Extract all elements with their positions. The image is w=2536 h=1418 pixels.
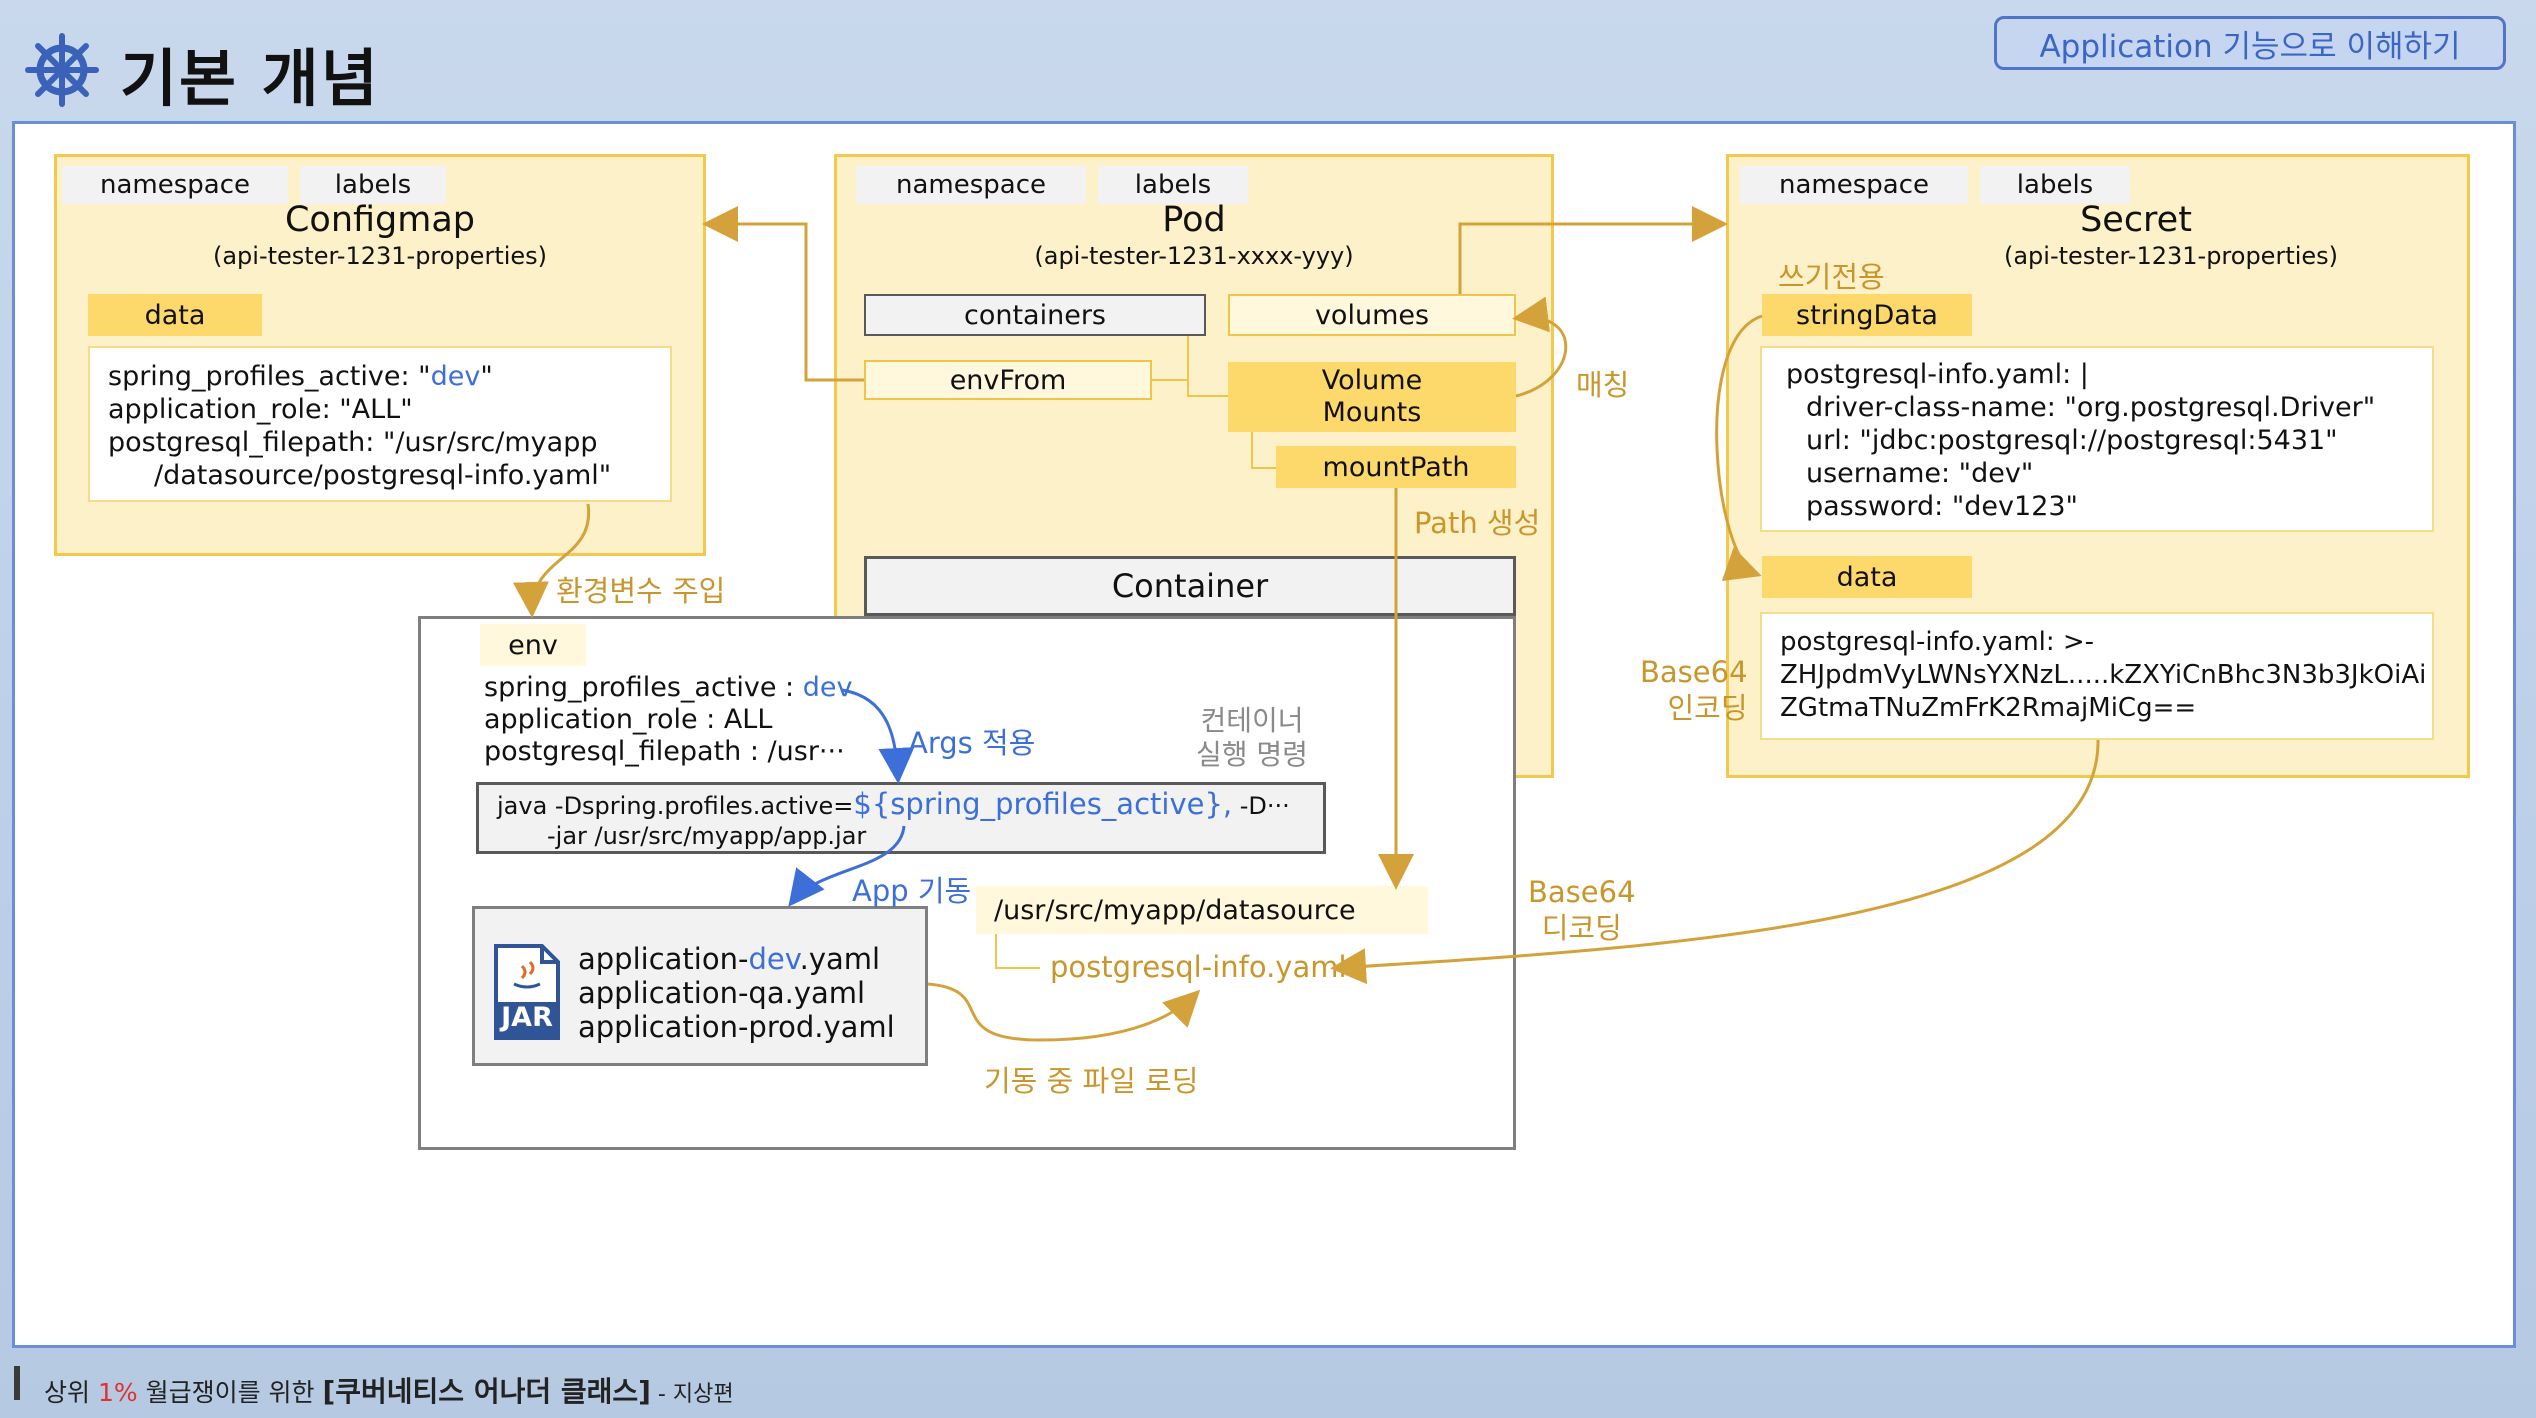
volumes-to-secret-arrow [1458,206,1728,294]
base64-decode-annotation: Base64 디코딩 [1528,874,1636,946]
app-start-arrow [788,825,906,907]
secret-data-line-2: ZHJpdmVyLWNsYXNzL.....kZXYiCnBhc3N3b3JkO… [1780,660,2427,690]
base64-decode-line-2: 디코딩 [1541,911,1622,945]
env-inject-annotation: 환경변수 주입 [556,574,726,608]
path-create-annotation: Path 생성 [1414,506,1541,540]
container-command-block: java -Dspring.profiles.active=${spring_p… [476,782,1326,854]
secret-data-line-1: postgresql-info.yaml: >- [1780,627,2095,657]
app-start-annotation: App 기동 [852,874,972,908]
footer-text: 상위 1% 월급쟁이를 위한 [쿠버네티스 어나더 클래스] - 지상편 [44,1375,734,1408]
cm-line-4: /datasource/postgresql-info.yaml" [154,460,612,491]
envfrom-to-configmap-arrow [702,206,864,382]
secret-subtitle: (api-tester-1231-properties) [2003,242,2339,270]
configmap-namespace-tag: namespace [62,166,288,204]
datasource-file-label: postgresql-info.yaml [1050,950,1347,984]
matching-arrow [1512,296,1568,398]
cmd-line-2: -jar /usr/src/myapp/app.jar [547,822,867,850]
cm-line-2: application_role: "ALL" [108,394,413,425]
configmap-data-label: data [88,294,262,336]
page-title: 기본 개념 [120,42,380,115]
secret-namespace-tag: namespace [1740,166,1968,204]
base64-encode-line-1: Base64 [1640,655,1748,689]
containers-to-envfrom-connector [1152,336,1189,381]
jar-to-file-loading-arrow [927,982,1201,1042]
pod-mountpath-label: mountPath [1276,446,1516,488]
cm-line-1: spring_profiles_active: "dev" [108,361,493,392]
sd-line-1: postgresql-info.yaml: | [1786,359,2089,390]
pod-namespace-tag: namespace [856,166,1086,204]
jar-file-dev: application-dev.yaml [578,942,881,976]
stringdata-to-data-arrow [1715,314,1763,581]
env-line-1: spring_profiles_active : dev [484,672,853,703]
section-pill-button[interactable]: Application 기능으로 이해하기 [1994,16,2506,70]
containers-to-vm-connector [1187,336,1228,397]
footer-bar-marker [14,1366,20,1400]
datasource-to-file-connector [995,934,1040,969]
jar-icon-label: JAR [501,1002,553,1033]
file-loading-annotation: 기동 중 파일 로딩 [984,1064,1199,1098]
container-env-block: spring_profiles_active : dev application… [484,672,852,768]
kubernetes-logo-icon [24,32,100,108]
args-apply-arrow [841,688,915,784]
jar-file-icon [492,944,562,1040]
container-run-line-1: 컨테이너 [1200,704,1304,737]
jar-file-prod: application-prod.yaml [578,1010,895,1044]
container-run-line-2: 실행 명령 [1196,738,1308,771]
volume-mounts-line-1: Volume [1321,365,1423,396]
secret-data-line-3: ZGtmaTNuZmFrK2RmajMiCg== [1780,693,2197,723]
secret-stringdata-block: postgresql-info.yaml: | driver-class-nam… [1760,346,2434,532]
secret-labels-tag: labels [1980,166,2130,204]
pod-volumes-label: volumes [1228,294,1516,336]
matching-annotation: 매칭 [1576,368,1630,402]
pod-title: Pod [1162,200,1226,240]
configmap-title: Configmap [284,200,476,240]
jar-file-list: application-dev.yaml application-qa.yaml… [578,942,895,1044]
args-apply-annotation: Args 적용 [908,726,1036,760]
secret-data-block: postgresql-info.yaml: >- ZHJpdmVyLWNsYXN… [1760,612,2434,740]
sd-line-4: username: "dev" [1806,458,2034,489]
env-line-2: application_role : ALL [484,704,773,735]
container-env-label: env [480,624,586,666]
configmap-subtitle: (api-tester-1231-properties) [212,242,548,270]
container-title: Container [864,556,1516,616]
base64-encode-line-2: 인코딩 [1667,691,1748,725]
vm-to-mountpath-connector [1251,432,1276,469]
pod-containers-label: containers [864,294,1206,336]
cmd-line-1: java -Dspring.profiles.active=${spring_p… [497,787,1290,821]
cm-line-3: postgresql_filepath: "/usr/src/myapp [108,427,598,458]
configmap-to-env-arrow [512,503,591,618]
configmap-labels-tag: labels [300,166,446,204]
secret-to-file-decode-arrow [1330,739,2100,985]
sd-line-5: password: "dev123" [1806,491,2078,522]
secret-data-label: data [1762,556,1972,598]
write-only-note: 쓰기전용 [1778,260,1885,294]
pod-subtitle: (api-tester-1231-xxxx-yyy) [1034,242,1354,270]
volume-mounts-line-2: Mounts [1322,397,1422,428]
sd-line-2: driver-class-name: "org.postgresql.Drive… [1806,392,2376,423]
secret-stringdata-label: stringData [1762,294,1972,336]
base64-decode-line-1: Base64 [1528,875,1636,909]
secret-title: Secret [2080,200,2192,240]
base64-encode-annotation: Base64 인코딩 [1640,654,1748,726]
configmap-data-block: spring_profiles_active: "dev" applicatio… [88,346,672,502]
sd-line-3: url: "jdbc:postgresql://postgresql:5431" [1806,425,2338,456]
pod-envfrom-label: envFrom [864,360,1152,400]
datasource-path-label: /usr/src/myapp/datasource [976,886,1428,934]
pod-volume-mounts-label: Volume Mounts [1228,362,1516,432]
jar-file-qa: application-qa.yaml [578,976,866,1010]
pod-labels-tag: labels [1098,166,1248,204]
env-line-3: postgresql_filepath : /usr··· [484,736,845,767]
container-run-annotation: 컨테이너 실행 명령 [1196,704,1308,772]
